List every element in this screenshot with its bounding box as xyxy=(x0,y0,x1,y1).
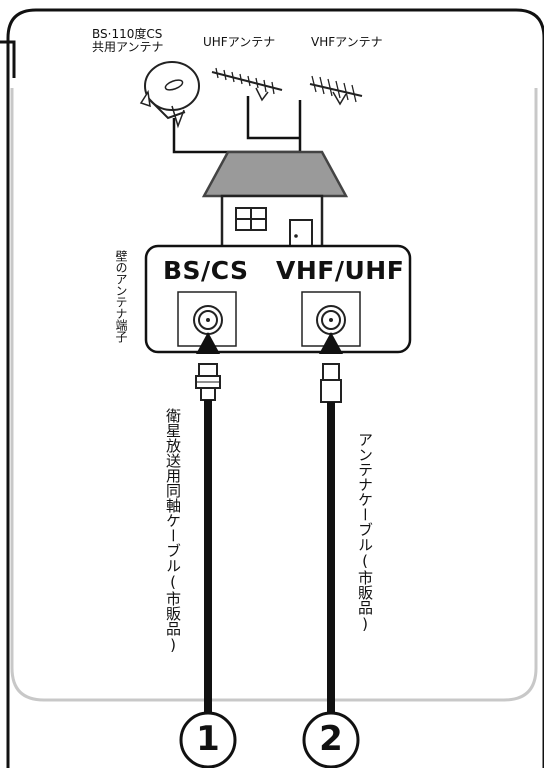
callout-circle-1 xyxy=(179,711,237,768)
house-door xyxy=(289,219,313,249)
arrow-bs-cs xyxy=(196,332,220,354)
vhf-uhf-cable-connector xyxy=(320,363,342,403)
bs-cs-antenna-label-line2: 共用アンテナ xyxy=(92,40,164,54)
uhf-antenna-label: UHFアンテナ xyxy=(203,35,276,49)
cable-1 xyxy=(204,400,212,714)
callout-number-1: 1 xyxy=(196,719,220,759)
bs-cs-cable-connector xyxy=(195,363,221,401)
port-label-bs-cs: BS/CS xyxy=(163,256,249,285)
bs-cs-antenna-label-line1: BS·110度CS xyxy=(92,27,163,41)
vhf-uhf-port xyxy=(301,291,361,347)
house xyxy=(201,150,349,250)
callout-number-2: 2 xyxy=(319,719,343,759)
antenna-wires xyxy=(172,96,302,160)
arrow-vhf-uhf xyxy=(319,332,343,354)
inner-panel xyxy=(10,88,538,702)
cable-2 xyxy=(327,402,335,714)
wall-terminal-label: 壁のアンテナ端子 xyxy=(114,250,128,342)
vhf-antenna-label: VHFアンテナ xyxy=(311,35,383,49)
outer-frame xyxy=(6,8,544,768)
cable-1-label: 衛星放送用同軸ケーブル(市販品) xyxy=(164,408,182,654)
bs-cs-dish-antenna xyxy=(139,61,200,129)
frame-tab xyxy=(0,40,16,78)
vhf-antenna xyxy=(309,75,363,106)
cable-2-label: アンテナケーブル(市販品) xyxy=(356,432,374,633)
callout-circle-2 xyxy=(302,711,360,768)
port-label-vhf-uhf: VHF/UHF xyxy=(276,256,405,285)
house-roof xyxy=(201,150,349,198)
uhf-antenna xyxy=(211,67,283,102)
